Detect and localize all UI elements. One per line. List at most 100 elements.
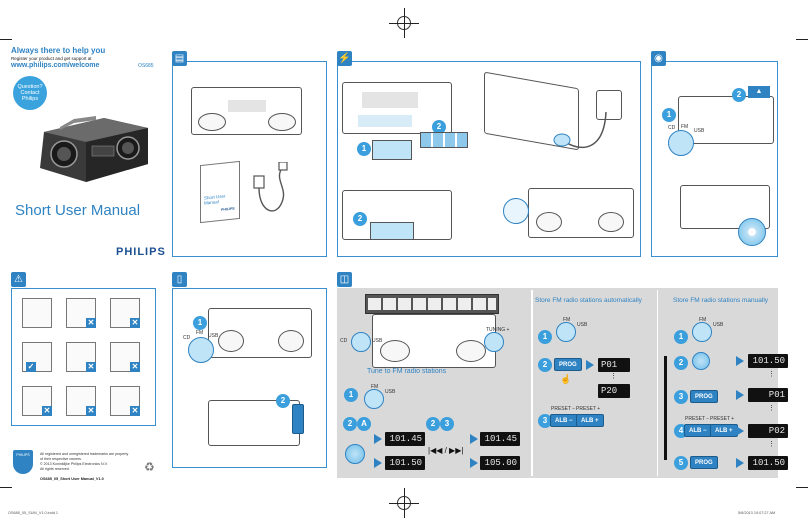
legal-line: All rights reserved. bbox=[40, 467, 70, 471]
step-badge: 5 bbox=[674, 456, 688, 470]
panel-box-contents bbox=[172, 61, 327, 257]
support-url[interactable]: www.philips.com/welcome bbox=[11, 62, 100, 69]
arrow-right bbox=[374, 434, 382, 444]
prog-button[interactable]: PROG bbox=[690, 456, 718, 469]
boombox-speaker-left bbox=[218, 330, 244, 352]
prohibited-icon: ✕ bbox=[86, 318, 96, 328]
knob-label-fm: FM bbox=[681, 124, 689, 130]
bubble-line: Contact bbox=[20, 90, 40, 96]
boombox-back-label bbox=[362, 92, 418, 108]
step-badge: 1 bbox=[357, 142, 371, 156]
knob-label-fm: FM bbox=[699, 317, 707, 323]
lcd-display: 101.45 bbox=[480, 432, 520, 446]
step-badge: 1 bbox=[193, 316, 207, 330]
knob-label-cd: CD bbox=[340, 338, 348, 344]
tune-title: Tune to FM radio stations bbox=[367, 368, 447, 375]
tuning-knob[interactable] bbox=[692, 352, 710, 370]
skip-buttons-icon[interactable]: |◀◀ / ▶▶| bbox=[428, 446, 464, 455]
step-badge: 2 bbox=[426, 417, 440, 431]
knob-label-usb: USB bbox=[577, 322, 588, 328]
knob-label-usb: USB bbox=[385, 389, 396, 395]
step-badge: A bbox=[357, 417, 371, 431]
prohibited-icon: ✕ bbox=[130, 406, 140, 416]
register-text: Register your product and get support at bbox=[11, 56, 92, 61]
battery-compartment bbox=[358, 115, 412, 127]
warning-illustration bbox=[66, 386, 96, 416]
lcd-display: 101.50 bbox=[748, 354, 788, 368]
lcd-display: 101.45 bbox=[385, 432, 425, 446]
lcd-display: 101.50 bbox=[748, 456, 788, 470]
panel-cd bbox=[651, 61, 778, 257]
boombox-speaker-left bbox=[198, 113, 226, 131]
leaflet-brand: PHILIPS bbox=[221, 206, 235, 212]
arrow-right bbox=[374, 458, 382, 468]
warning-icon: ⚠ bbox=[11, 272, 26, 287]
knob-label-cd: CD bbox=[183, 335, 191, 341]
prog-button[interactable]: PROG bbox=[554, 358, 582, 371]
step-badge: 1 bbox=[674, 330, 688, 344]
lcd-display: P20 bbox=[598, 384, 630, 398]
step-badge: 2 bbox=[538, 358, 552, 372]
usb-icon: ▯ bbox=[172, 272, 187, 287]
manual-store-title: Store FM radio stations manually bbox=[673, 297, 769, 304]
knob-label-usb: USB bbox=[694, 128, 705, 134]
knob-label-fm: FM bbox=[563, 317, 571, 323]
panel-power bbox=[337, 61, 641, 257]
registration-mark bbox=[389, 503, 419, 504]
radio-divider bbox=[531, 290, 533, 476]
step-badge: 2 bbox=[353, 212, 367, 226]
legal-line: © 2013 Koninklijke Philips Electronics N… bbox=[40, 462, 108, 466]
contact-bubble[interactable]: Question? Contact Philips bbox=[13, 76, 47, 110]
bubble-line: Question? bbox=[17, 84, 43, 90]
prohibited-icon: ✕ bbox=[130, 362, 140, 372]
crop-mark bbox=[0, 39, 12, 40]
preset-plus-label: PRESET + bbox=[710, 416, 735, 422]
tuning-knob[interactable] bbox=[345, 444, 365, 464]
eject-button-callout: ▲ bbox=[748, 86, 770, 98]
boombox-cassette bbox=[228, 100, 266, 112]
lcd-display: 101.50 bbox=[385, 456, 425, 470]
legal-text: All registered and unregistered trademar… bbox=[40, 452, 128, 472]
preset-minus-label: PRESET − bbox=[685, 416, 710, 422]
ellipsis: ⋮ bbox=[768, 405, 775, 412]
cd-icon: ◉ bbox=[651, 51, 666, 66]
recycle-icon: ♻ bbox=[144, 460, 155, 474]
alb-minus-button[interactable]: ALB − bbox=[684, 424, 712, 437]
warning-illustration bbox=[22, 298, 52, 328]
footer-slug-left: OS685_05_SUM_V1.0.indd 1 bbox=[8, 511, 59, 515]
prohibited-icon: ✕ bbox=[130, 318, 140, 328]
step-badge: 1 bbox=[538, 330, 552, 344]
boombox-speaker-right bbox=[598, 212, 624, 232]
radio-icon: ◫ bbox=[337, 272, 352, 287]
arrow-right bbox=[736, 390, 744, 400]
alb-plus-button[interactable]: ALB + bbox=[710, 424, 738, 437]
step-badge: 2 bbox=[732, 88, 746, 102]
leaflet-title: Short User Manual bbox=[204, 193, 226, 206]
step-badge: 3 bbox=[674, 390, 688, 404]
bubble-line: Philips bbox=[21, 96, 39, 102]
boombox-cd-drawing bbox=[678, 96, 774, 144]
boombox-speaker-right bbox=[268, 113, 296, 131]
ellipsis: ⋮ bbox=[610, 373, 617, 380]
boombox-speaker-left bbox=[536, 212, 562, 232]
ellipsis: ⋮ bbox=[768, 441, 775, 448]
lcd-display: 105.00 bbox=[480, 456, 520, 470]
battery-door bbox=[372, 140, 412, 160]
prog-button[interactable]: PROG bbox=[690, 390, 718, 403]
step-badge: 3 bbox=[538, 414, 552, 428]
lcd-display: P02 bbox=[748, 424, 788, 438]
lcd-display: P01 bbox=[748, 388, 788, 402]
radio-divider bbox=[657, 290, 658, 476]
product-photo bbox=[34, 114, 152, 186]
alb-plus-button[interactable]: ALB + bbox=[576, 414, 604, 427]
step-badge: 2 bbox=[343, 417, 357, 431]
alb-minus-button[interactable]: ALB − bbox=[550, 414, 578, 427]
model-number: OS685 bbox=[138, 63, 154, 69]
wall-socket bbox=[596, 90, 622, 120]
panel-warnings bbox=[11, 288, 156, 426]
power-cable-drawing bbox=[252, 161, 294, 220]
loop-line bbox=[664, 356, 667, 460]
knob-label-cd: CD bbox=[668, 125, 676, 131]
tagline: Always there to help you bbox=[11, 46, 106, 55]
arrow-right bbox=[736, 356, 744, 366]
